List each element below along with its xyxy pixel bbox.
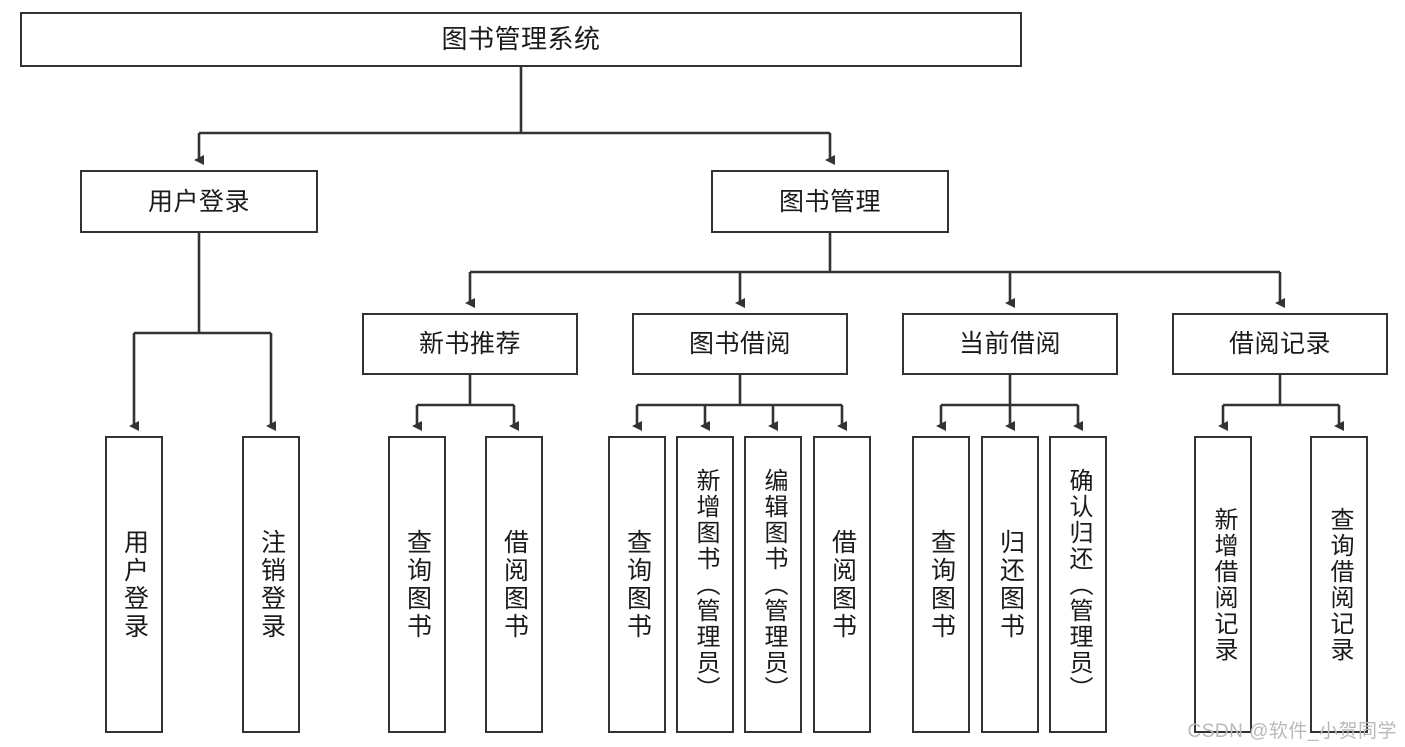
node-leaf-add-book[interactable]: 新增图书（管理员） (676, 436, 734, 733)
node-label: 查询图书 (927, 528, 956, 641)
node-borrow-record[interactable]: 借阅记录 (1172, 313, 1388, 375)
edge-newbook-to-leaves (412, 375, 519, 431)
edge-userlogin-to-leaves (129, 233, 276, 431)
node-label: 用户登录 (147, 187, 250, 216)
node-label: 借阅记录 (1228, 330, 1331, 358)
node-leaf-logout-login[interactable]: 注销登录 (242, 436, 300, 733)
node-book-manage[interactable]: 图书管理 (711, 170, 949, 233)
node-leaf-query-book-borrow[interactable]: 查询图书 (608, 436, 666, 733)
node-label: 用户登录 (120, 528, 149, 641)
node-label: 当前借阅 (958, 330, 1061, 358)
csdn-watermark: CSDN @软件_小贺同学 (1187, 721, 1397, 742)
node-label: 编辑图书（管理员） (760, 467, 787, 702)
node-label: 新书推荐 (418, 330, 521, 358)
edge-root-to-level1 (194, 67, 835, 165)
node-leaf-confirm-return[interactable]: 确认归还（管理员） (1049, 436, 1107, 733)
node-current-borrow[interactable]: 当前借阅 (902, 313, 1118, 375)
node-label: 借阅图书 (500, 528, 529, 641)
node-label: 图书管理系统 (441, 23, 601, 54)
node-leaf-query-book-recommend[interactable]: 查询图书 (388, 436, 446, 733)
edge-bookmanage-to-level2 (465, 233, 1285, 308)
node-label: 新增图书（管理员） (692, 467, 719, 702)
node-leaf-query-borrow-record[interactable]: 查询借阅记录 (1310, 436, 1368, 733)
node-label: 查询图书 (623, 528, 652, 641)
edge-currentborrow-to-leaves (936, 375, 1083, 431)
node-label: 查询图书 (403, 528, 432, 641)
edge-bookborrow-to-leaves (632, 375, 847, 431)
node-label: 确认归还（管理员） (1065, 467, 1092, 702)
node-leaf-add-borrow-record[interactable]: 新增借阅记录 (1194, 436, 1252, 733)
node-leaf-edit-book[interactable]: 编辑图书（管理员） (744, 436, 802, 733)
node-label: 查询借阅记录 (1326, 506, 1353, 663)
node-new-book-recommend[interactable]: 新书推荐 (362, 313, 578, 375)
node-leaf-borrow-book[interactable]: 借阅图书 (813, 436, 871, 733)
node-label: 新增借阅记录 (1210, 506, 1237, 663)
node-leaf-query-book-current[interactable]: 查询图书 (912, 436, 970, 733)
node-leaf-return-book[interactable]: 归还图书 (981, 436, 1039, 733)
node-leaf-user-login[interactable]: 用户登录 (105, 436, 163, 733)
node-label: 图书管理 (778, 187, 881, 216)
node-label: 借阅图书 (828, 528, 857, 641)
node-leaf-borrow-book-recommend[interactable]: 借阅图书 (485, 436, 543, 733)
node-user-login[interactable]: 用户登录 (80, 170, 318, 233)
node-root-system[interactable]: 图书管理系统 (20, 12, 1022, 67)
node-book-borrow[interactable]: 图书借阅 (632, 313, 848, 375)
edge-borrowrecord-to-leaves (1218, 375, 1344, 431)
node-label: 注销登录 (257, 528, 286, 641)
node-label: 图书借阅 (688, 330, 791, 358)
node-label: 归还图书 (996, 528, 1025, 641)
